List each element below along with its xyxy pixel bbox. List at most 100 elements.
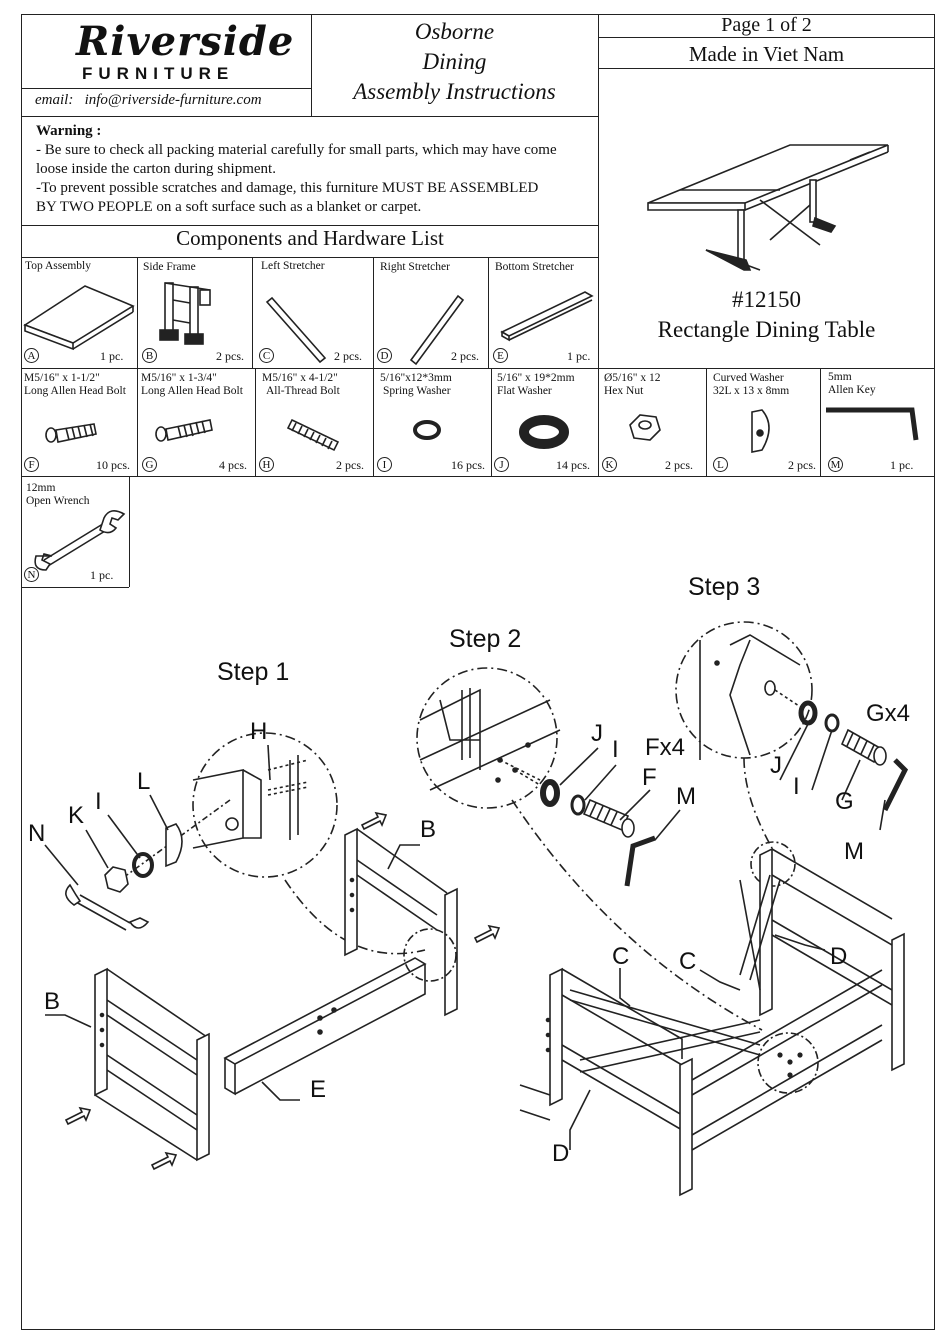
component-qty: 1 pc.	[567, 349, 591, 363]
hardware-letter: L	[713, 457, 728, 472]
right-stretcher-illustration	[409, 294, 465, 366]
tool-letter: N	[24, 567, 39, 582]
callout-label: C	[679, 948, 697, 975]
callout-label: E	[310, 1076, 327, 1103]
callout-label: D	[552, 1140, 570, 1167]
hardware-spec: Curved Washer	[713, 372, 784, 384]
hardware-qty: 1 pc.	[890, 458, 914, 472]
step3-illustration	[519, 621, 909, 1197]
table-overview-illustration	[647, 144, 889, 271]
hardware-letter: G	[142, 457, 157, 472]
component-name: Top Assembly	[25, 260, 91, 272]
title-line: Osborne	[414, 19, 495, 44]
divider	[21, 368, 935, 369]
component-letter: A	[24, 348, 39, 363]
step2-illustration	[416, 667, 763, 1031]
callout-label: J	[591, 720, 603, 747]
component-qty: 2 pcs.	[334, 349, 362, 363]
flat-washer-icon	[519, 415, 569, 449]
side-frame-illustration	[159, 282, 211, 345]
divider	[137, 257, 138, 368]
divider	[21, 116, 599, 117]
hardware-letter: J	[494, 457, 509, 472]
divider	[21, 587, 129, 588]
component-qty: 2 pcs.	[451, 349, 479, 363]
hardware-qty: 2 pcs.	[665, 458, 693, 472]
callout-label: M	[844, 838, 864, 865]
callout-label: M	[676, 783, 696, 810]
top-assembly-illustration	[23, 285, 135, 351]
component-name: Bottom Stretcher	[495, 261, 574, 273]
hardware-spec: M5/16" x 4-1/2"	[262, 372, 338, 384]
hardware-label: M5/16" x 4-1/2"All-Thread Bolt	[262, 372, 340, 398]
hardware-letter: F	[24, 457, 39, 472]
hardware-label: M5/16" x 1-3/4"Long Allen Head Bolt	[141, 372, 243, 398]
bolt-g-icon	[155, 419, 213, 442]
callout-label: G	[835, 788, 854, 815]
email-line: email: info@riverside-furniture.com	[35, 92, 262, 109]
warning-heading: Warning :	[36, 123, 102, 139]
hardware-name: 32L x 13 x 8mm	[713, 385, 790, 397]
warning-block: Warning : - Be sure to check all packing…	[36, 122, 596, 217]
hardware-qty: 2 pcs.	[788, 458, 816, 472]
component-qty: 2 pcs.	[216, 349, 244, 363]
component-letter: E	[493, 348, 508, 363]
hardware-qty: 16 pcs.	[451, 458, 485, 472]
callout-label: B	[44, 988, 61, 1015]
callout-label: J	[770, 752, 782, 779]
open-wrench-icon	[34, 510, 126, 571]
divider	[137, 368, 138, 476]
divider	[21, 225, 599, 226]
component-letter: D	[377, 348, 392, 363]
component-qty: 1 pc.	[100, 349, 124, 363]
hardware-label: M5/16" x 1-1/2"Long Allen Head Bolt	[24, 372, 126, 398]
divider	[706, 368, 707, 476]
title-line: Assembly Instructions	[353, 79, 556, 104]
tool-spec: 12mm	[26, 482, 56, 494]
hardware-name: Spring Washer	[383, 385, 451, 397]
hardware-letter: M	[828, 457, 843, 472]
hardware-spec: M5/16" x 1-3/4"	[141, 372, 217, 384]
divider	[598, 68, 935, 69]
step1-illustration	[44, 732, 501, 1171]
callout-label: H	[250, 718, 268, 745]
divider	[252, 257, 253, 368]
component-name: Left Stretcher	[261, 260, 325, 272]
step2-title: Step 2	[449, 625, 522, 653]
warning-line: loose inside the carton during shipment.	[36, 161, 276, 177]
callout-label: I	[793, 773, 800, 800]
step3-title: Step 3	[688, 573, 761, 601]
callout-label: N	[28, 820, 46, 847]
product-number: #12150	[732, 287, 801, 312]
component-name: Right Stretcher	[380, 261, 450, 273]
hex-nut-icon	[629, 414, 661, 441]
tool-qty: 1 pc.	[90, 568, 114, 582]
email-label: email:	[35, 92, 74, 108]
callout-label: L	[137, 768, 151, 795]
hardware-name: Long Allen Head Bolt	[141, 385, 243, 397]
divider	[598, 14, 599, 369]
divider	[373, 257, 374, 368]
divider	[21, 88, 311, 89]
title-line: Dining	[422, 49, 487, 74]
warning-line: - Be sure to check all packing material …	[36, 142, 557, 158]
divider	[491, 368, 492, 476]
document-title: Osborne Dining Assembly Instructions	[311, 17, 598, 107]
product-info: #12150 Rectangle Dining Table	[598, 285, 935, 345]
hardware-qty: 10 pcs.	[96, 458, 130, 472]
hardware-qty: 4 pcs.	[219, 458, 247, 472]
bolt-f-icon	[45, 423, 97, 443]
divider	[488, 257, 489, 368]
callout-label: I	[612, 736, 619, 763]
hardware-spec: 5/16" x 19*2mm	[497, 372, 575, 384]
hardware-name: All-Thread Bolt	[266, 385, 340, 397]
allen-key-icon	[826, 407, 919, 441]
component-name: Side Frame	[143, 261, 196, 273]
hardware-name: Hex Nut	[604, 385, 644, 397]
